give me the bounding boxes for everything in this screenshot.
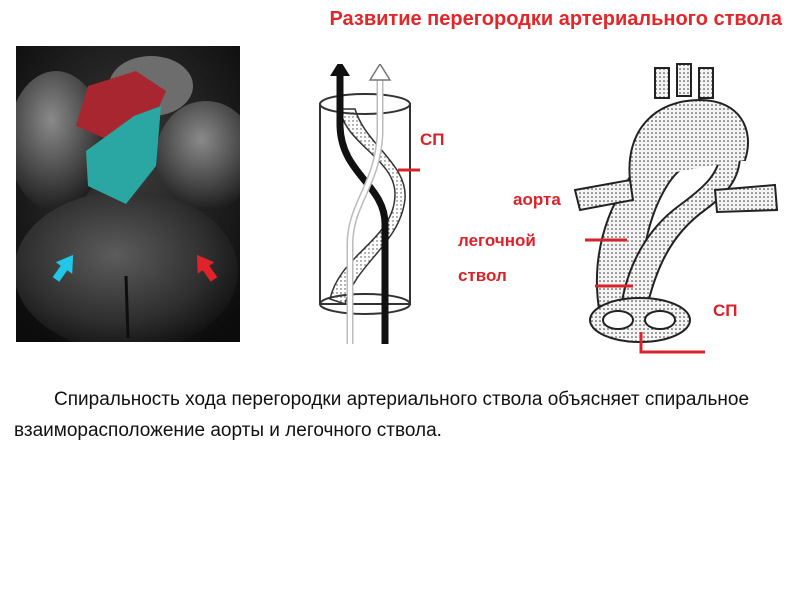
arch-branch-3 — [698, 67, 714, 99]
spiral-septum-cylinder — [319, 64, 420, 344]
ventricle-mass — [16, 191, 238, 342]
right-pulmonary-branch — [713, 183, 779, 214]
label-sp-vessels: СП — [713, 301, 738, 320]
white-arrow-head — [368, 64, 392, 81]
white-arrow-path-inner — [348, 78, 382, 344]
arch-branch-2 — [676, 63, 692, 97]
right-atrium-lobe — [156, 101, 240, 211]
red-arrow-icon — [196, 254, 218, 282]
arch-branch-1 — [654, 67, 670, 99]
label-pulmonary-line2: ствол — [458, 266, 507, 285]
black-arrow-path — [336, 72, 389, 344]
aortic-arch — [628, 98, 749, 181]
interventricular-groove — [124, 275, 130, 339]
black-arrow-head — [330, 64, 350, 76]
septum-cyan-region — [86, 106, 161, 204]
caption-text: Спиральность хода перегородки артериальн… — [14, 389, 750, 441]
cyan-arrow-icon — [52, 254, 74, 282]
slide-title: Развитие перегородки артериального ствол… — [329, 8, 782, 30]
cylinder-bottom-rim — [319, 293, 411, 315]
lumen-left — [602, 310, 634, 330]
aorta-pulmonary-diagram — [573, 63, 779, 354]
left-pulmonary-branch — [573, 178, 635, 212]
sem-heart-photo — [16, 46, 240, 342]
left-atrium-lobe — [16, 71, 104, 211]
label-sp-cylinder: СП — [420, 130, 445, 149]
label-aorta: аорта — [513, 190, 561, 209]
sp-vessel-pointer — [639, 332, 705, 354]
lumen-right — [644, 310, 676, 330]
label-pulmonary-line1: легочной — [458, 231, 536, 250]
cylinder-top-rim — [319, 93, 411, 115]
figure-row — [0, 40, 800, 360]
